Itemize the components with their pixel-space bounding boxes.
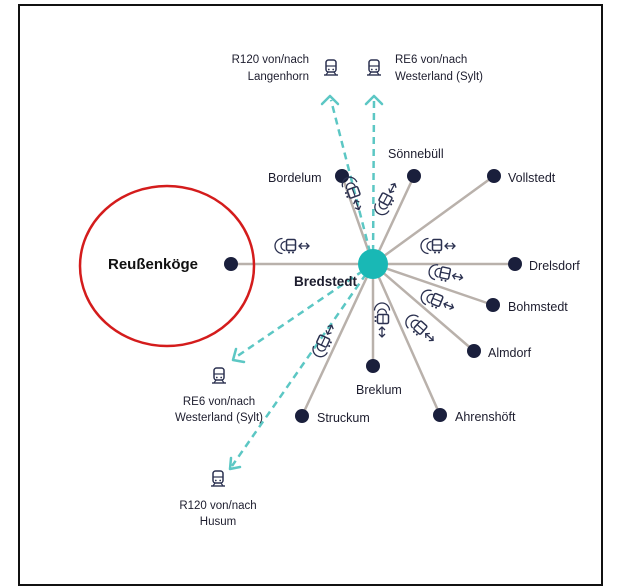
train-icon xyxy=(323,59,339,76)
label-soennebuell: Sönnebüll xyxy=(388,147,444,161)
label-vollstedt: Vollstedt xyxy=(508,171,556,185)
rail-line-r120-north xyxy=(329,99,375,265)
node-ahrenshoeft xyxy=(433,408,447,422)
label-ahrenshoeft: Ahrenshöft xyxy=(455,410,516,424)
highlight-circle xyxy=(78,184,256,348)
node-soennebuell xyxy=(407,169,421,183)
rail-label-line1: RE6 von/nach xyxy=(395,54,467,66)
rail-label-line2: Husum xyxy=(200,516,236,528)
rail-arrow-re6-north xyxy=(364,94,384,106)
node-breklum xyxy=(366,359,380,373)
destination-nodes xyxy=(224,169,522,423)
hub-node-bredstedt xyxy=(358,249,388,279)
rail-label-re6-south: RE6 von/nach Westerland (Sylt) xyxy=(175,396,263,424)
node-struckum xyxy=(295,409,309,423)
rail-label-line1: RE6 von/nach xyxy=(183,396,255,408)
spoke-soennebuell xyxy=(371,174,416,266)
ondemand-bus-icon xyxy=(373,302,391,338)
ondemand-bus-icon xyxy=(309,323,336,360)
rail-label-r120-north: R120 von/nach Langenhorn xyxy=(232,54,309,83)
hub-label: Bredstedt xyxy=(294,274,358,289)
spoke-vollstedt xyxy=(371,174,496,266)
rail-label-line1: R120 von/nach xyxy=(232,54,309,66)
label-struckum: Struckum xyxy=(317,411,370,425)
ondemand-bus-icon xyxy=(274,237,310,255)
node-vollstedt xyxy=(487,169,501,183)
rail-label-line1: R120 von/nach xyxy=(179,500,256,512)
label-breklum: Breklum xyxy=(356,383,402,397)
rail-line-re6-north xyxy=(371,99,376,265)
rail-label-line2: Langenhorn xyxy=(248,71,309,83)
node-almdorf xyxy=(467,344,481,358)
spoke-bohmstedt xyxy=(371,262,495,307)
rail-line-r120-south xyxy=(230,263,375,467)
node-bohmstedt xyxy=(486,298,500,312)
rail-label-re6-north: RE6 von/nach Westerland (Sylt) xyxy=(395,54,483,83)
ondemand-bus-icon xyxy=(420,237,456,255)
featured-destination-label: Reußenköge xyxy=(108,256,198,273)
rail-arrow-r120-north xyxy=(320,94,340,106)
label-drelsdorf: Drelsdorf xyxy=(529,259,580,273)
rail-line-re6-south xyxy=(235,262,374,359)
rail-arrowheads xyxy=(228,94,384,471)
label-almdorf: Almdorf xyxy=(488,346,532,360)
rail-label-line2: Westerland (Sylt) xyxy=(175,412,263,424)
train-icon xyxy=(211,367,227,384)
road-spokes xyxy=(229,174,517,418)
spoke-struckum xyxy=(300,262,375,418)
ondemand-bus-icon xyxy=(426,262,464,284)
spoke-ahrenshoeft xyxy=(371,262,442,417)
rail-arrow-re6-south xyxy=(231,347,246,364)
ondemand-bus-icon xyxy=(418,287,456,312)
label-bohmstedt: Bohmstedt xyxy=(508,300,568,314)
node-drelsdorf xyxy=(508,257,522,271)
train-icon xyxy=(210,470,226,487)
rail-label-line2: Westerland (Sylt) xyxy=(395,71,483,83)
rail-links xyxy=(230,99,376,467)
node-reussenkoege xyxy=(224,257,238,271)
node-bordelum xyxy=(335,169,349,183)
rail-arrow-r120-south xyxy=(228,456,242,471)
train-icon xyxy=(366,59,382,76)
label-bordelum: Bordelum xyxy=(268,171,322,185)
spoke-almdorf xyxy=(371,262,476,353)
rail-label-r120-south: R120 von/nach Husum xyxy=(179,500,256,528)
